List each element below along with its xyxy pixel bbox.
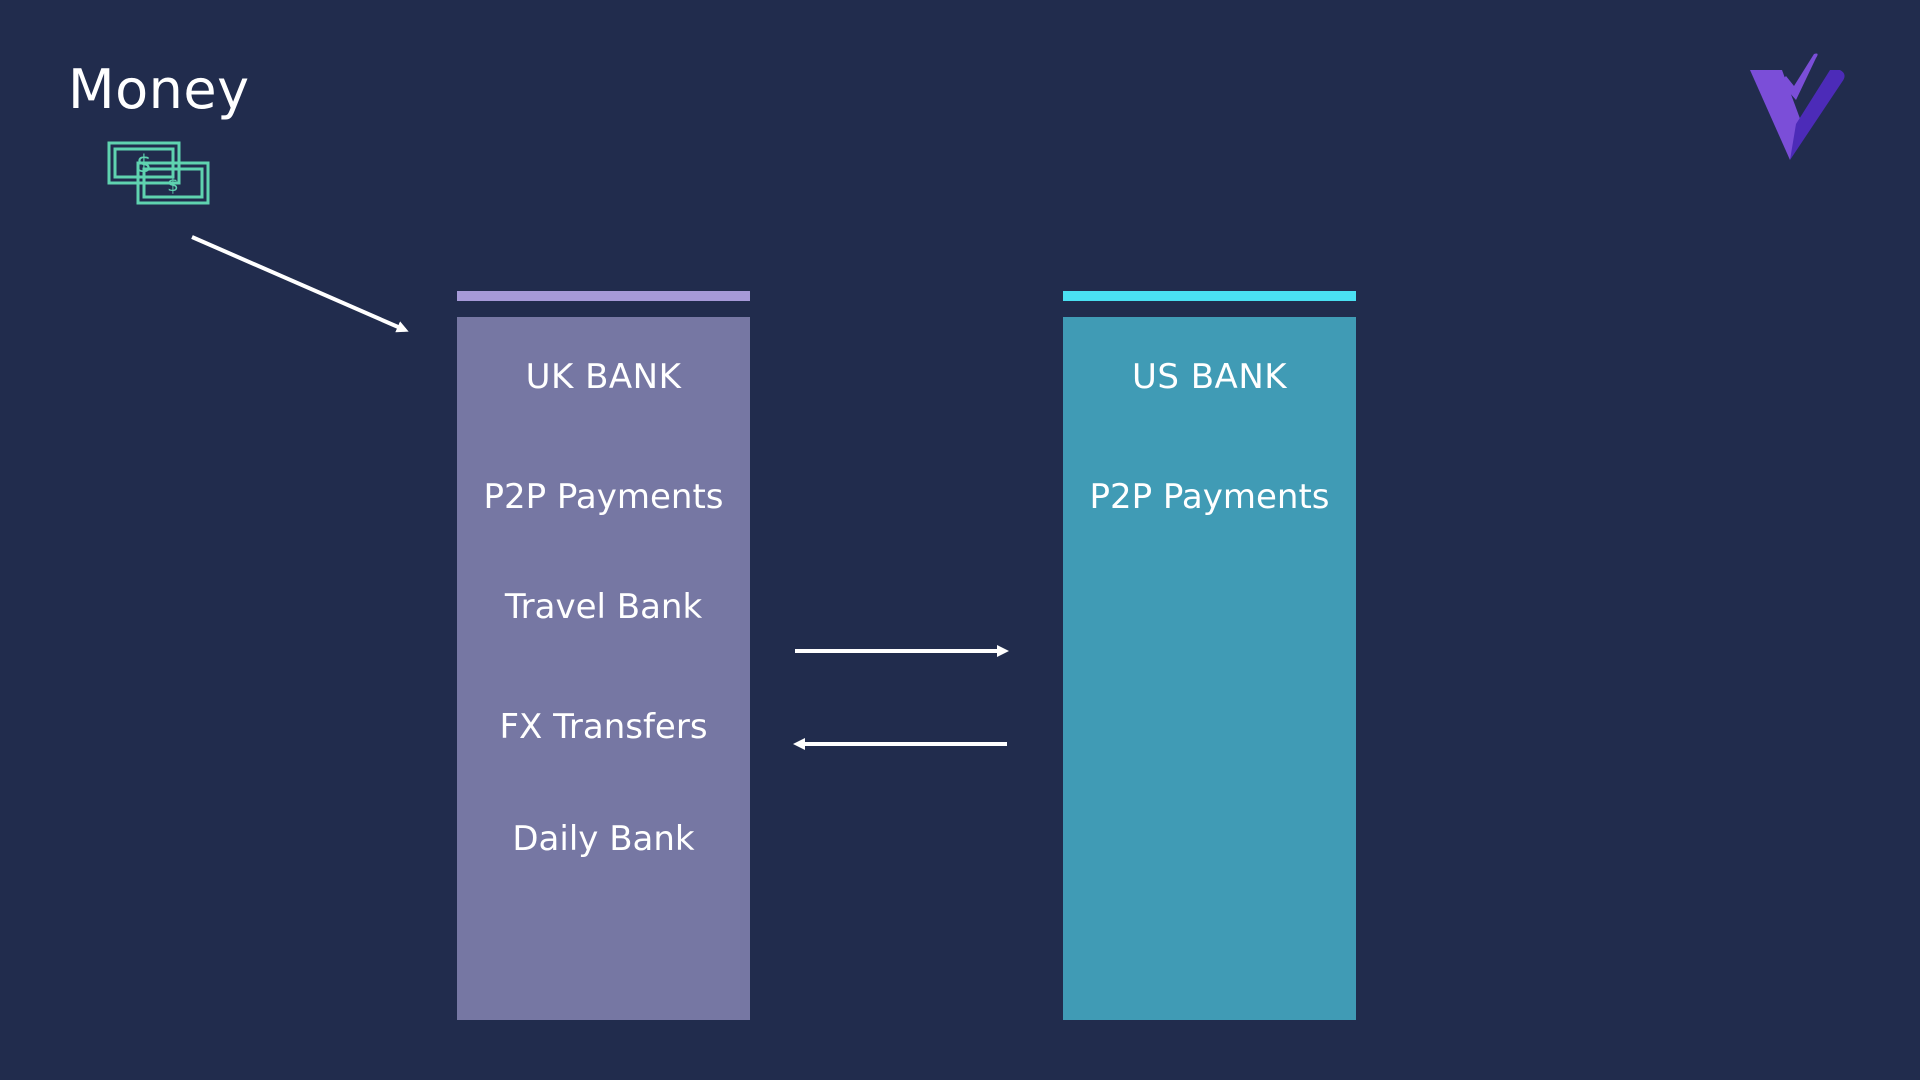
uk-bank-feature-p2p-payments: P2P Payments	[483, 477, 724, 517]
dollar-sign-icon: $	[136, 150, 151, 178]
banknotes-icon: $ $	[107, 141, 210, 205]
page-title: Money	[68, 58, 250, 121]
uk-bank-title: UK BANK	[525, 357, 682, 397]
v-check-logo-icon	[1750, 53, 1845, 160]
uk-bank-feature-travel-bank: Travel Bank	[504, 587, 703, 627]
logo-check-mark	[1780, 53, 1818, 100]
money-to-uk-bank-arrow	[191, 235, 409, 333]
us-bank-title: US BANK	[1131, 357, 1288, 397]
uk-bank-feature-fx-transfers: FX Transfers	[499, 707, 708, 747]
us-bank-feature-p2p-payments: P2P Payments	[1089, 477, 1330, 517]
us-bank-top-bar	[1063, 291, 1356, 301]
banknote-front	[136, 161, 210, 205]
dollar-sign-icon: $	[167, 175, 178, 196]
uk-bank-feature-daily-bank: Daily Bank	[512, 819, 695, 859]
uk-bank-top-bar	[457, 291, 750, 301]
logo-left-stroke	[1750, 70, 1802, 160]
uk-bank-panel: UK BANK P2P Payments Travel Bank FX Tran…	[457, 317, 750, 1020]
us-bank-panel: US BANK P2P Payments	[1063, 317, 1356, 1020]
banknote-front-inner	[142, 167, 204, 199]
logo-right-stroke	[1790, 70, 1845, 160]
